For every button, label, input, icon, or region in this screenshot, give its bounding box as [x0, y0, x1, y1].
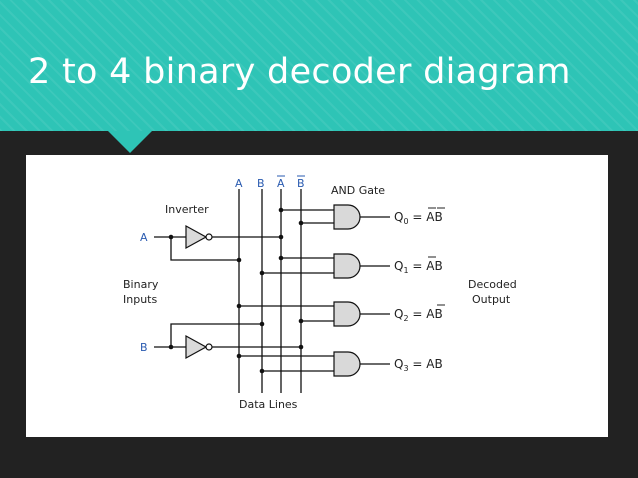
title-banner: [0, 0, 638, 131]
g2-j1: [236, 303, 242, 309]
g3-j2: [259, 368, 265, 374]
diagram-panel: A B A B AND Gate Inverter A Binary Input…: [26, 155, 608, 437]
output-q1: Q1 = AB: [394, 259, 443, 275]
input-b-direct: [170, 323, 262, 347]
inverter-label: Inverter: [165, 203, 209, 216]
junction-abar-1: [278, 234, 284, 240]
g0-j2: [298, 220, 304, 226]
output-q3: Q3 = AB: [394, 357, 443, 373]
output-q0: Q0 = AB: [394, 210, 443, 226]
g1-j1: [278, 255, 284, 261]
junction-b-1: [259, 321, 265, 327]
input-a-junction: [168, 234, 174, 240]
inverter-b: [185, 334, 208, 360]
data-lines-label: Data Lines: [239, 398, 298, 411]
inverter-a: [185, 224, 208, 250]
g0-j1: [278, 207, 284, 213]
banner-notch: [108, 131, 152, 153]
and-gate-0: [333, 204, 361, 230]
slide-title: 2 to 4 binary decoder diagram: [28, 52, 571, 92]
line-label-a: A: [235, 177, 243, 190]
input-a-direct: [170, 237, 239, 261]
junction-bbar-1: [298, 344, 304, 350]
output-q2: Q2 = AB: [394, 307, 443, 323]
decoded-output-label: Decoded: [468, 278, 517, 291]
line-label-b: B: [257, 177, 265, 190]
binary-inputs-label: Binary: [123, 278, 159, 291]
decoder-diagram: A B A B AND Gate Inverter A Binary Input…: [123, 175, 517, 411]
and-gate-label: AND Gate: [331, 184, 385, 197]
input-b-label: B: [140, 341, 148, 354]
binary-inputs-label-2: Inputs: [123, 293, 157, 306]
line-label-a-bar: A: [277, 177, 285, 190]
g1-j2: [259, 270, 265, 276]
and-gate-2: [333, 301, 361, 327]
line-label-b-bar: B: [297, 177, 305, 190]
g2-j2: [298, 318, 304, 324]
inverter-a-bubble: [205, 233, 213, 241]
and-gate-1: [333, 253, 361, 279]
and-gate-3: [333, 351, 361, 377]
inverter-b-bubble: [205, 343, 213, 351]
junction-a-1: [236, 257, 242, 263]
g3-j1: [236, 353, 242, 359]
input-a-label: A: [140, 231, 148, 244]
decoded-output-label-2: Output: [472, 293, 511, 306]
